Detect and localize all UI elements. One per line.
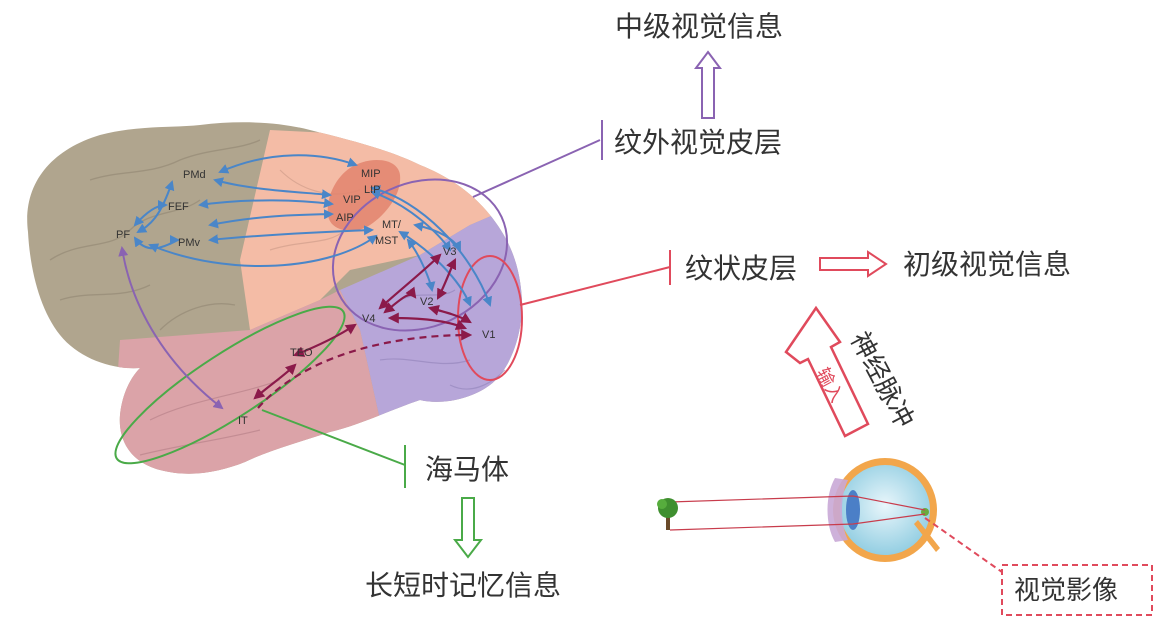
region-label-pf: PF (116, 229, 130, 241)
hippocampus-connector (261, 409, 406, 488)
visual-image-label: 视觉影像 (1014, 576, 1118, 606)
mid-level-visual-info-label: 中级视觉信息 (615, 10, 783, 43)
region-label-pmv: PMv (178, 237, 201, 249)
visual-image-box (1001, 564, 1153, 616)
striate-cortex-label: 纹状皮层 (685, 252, 797, 285)
light-rays (669, 495, 926, 531)
nerve-impulse-input-arrow: 输入 (784, 305, 870, 438)
hollow-down-arrow-green (452, 497, 484, 559)
striate-connector (519, 250, 671, 306)
ventral-stream-arrows (253, 253, 472, 400)
region-label-aip: AIP (336, 212, 354, 224)
region-label-v2: V2 (420, 296, 433, 308)
region-label-mip: MIP (361, 168, 381, 180)
tree-icon (657, 498, 678, 530)
visual-image-connector (924, 517, 1003, 573)
extrastriate-cortex-label: 纹外视觉皮层 (614, 126, 782, 159)
region-label-lip: LIP (364, 184, 381, 196)
region-label-v3: V3 (443, 246, 456, 258)
region-label-it: IT (238, 415, 248, 427)
memory-info-label: 长短时记忆信息 (365, 569, 561, 602)
extrastriate-connector (472, 120, 603, 198)
region-label-fef: FEF (168, 201, 189, 213)
hippocampus-label: 海马体 (425, 453, 509, 486)
primary-visual-info-label: 初级视觉信息 (903, 248, 1071, 281)
region-label-teo: TEO (290, 347, 313, 359)
it-v1-dashed-arrow (257, 329, 473, 409)
region-label-v1: V1 (482, 329, 495, 341)
region-label-v4: V4 (362, 313, 375, 325)
region-label-mt: MT/ (382, 219, 402, 231)
eye-illustration (827, 458, 940, 562)
hollow-up-arrow-purple (694, 50, 722, 119)
hollow-right-arrow-red (819, 250, 888, 278)
region-label-pmd: PMd (183, 169, 206, 181)
region-label-vip: VIP (343, 194, 361, 206)
pf-it-arrow (118, 246, 224, 410)
region-label-mst: MST (375, 235, 399, 247)
